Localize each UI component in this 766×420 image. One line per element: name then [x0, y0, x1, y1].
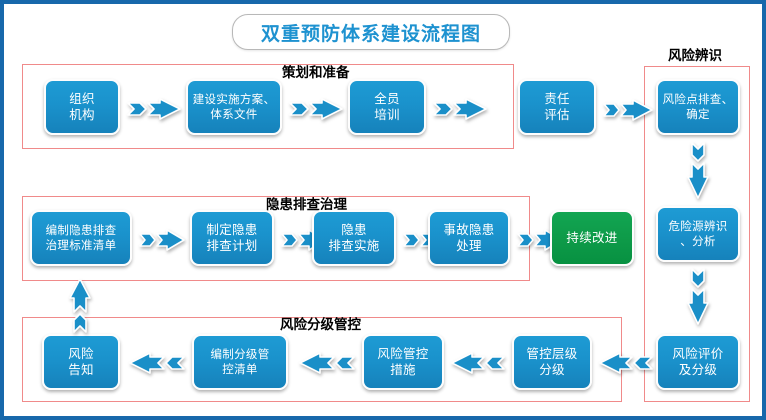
arrow-control-level-to-control-measure: [448, 351, 506, 375]
chart-title: 双重预防体系建设流程图: [260, 22, 481, 45]
node-risk-points-label: 风险点排查、 确定: [662, 92, 734, 121]
node-control-level-label: 管控层级 分级: [526, 346, 578, 377]
node-control-measure[interactable]: 风险管控 措施: [362, 334, 444, 390]
node-improve[interactable]: 持续改进: [550, 210, 634, 266]
node-risk-notice[interactable]: 风险 告知: [42, 334, 120, 390]
node-risk-notice-label: 风险 告知: [68, 346, 94, 377]
arrow-risk-eval-to-control-level: [596, 351, 654, 375]
node-improve-label: 持续改进: [566, 230, 618, 245]
node-source-id-label: 危险源辨识 、分析: [668, 219, 728, 248]
group-label-identify: 风险辨识: [664, 49, 726, 64]
node-std-list[interactable]: 编制隐患排查 治理标准清单: [30, 210, 132, 266]
node-responsibility[interactable]: 责任 评估: [518, 79, 596, 135]
group-planning: [22, 64, 514, 149]
group-label-planning: 策划和准备: [278, 66, 354, 81]
node-risk-eval[interactable]: 风险评价 及分级: [656, 334, 740, 390]
node-accident[interactable]: 事故隐患 处理: [428, 210, 510, 266]
node-risk-eval-label: 风险评价 及分级: [672, 346, 724, 377]
node-control-level[interactable]: 管控层级 分级: [512, 334, 592, 390]
arrow-training-to-responsibility: [432, 97, 488, 121]
node-std-list-label: 编制隐患排查 治理标准清单: [45, 223, 117, 252]
arrow-risk-notice-to-std-list: [66, 280, 94, 334]
arrow-plan-docs-to-training: [288, 97, 344, 121]
chart-title-box: 双重预防体系建设流程图: [232, 14, 510, 50]
arrow-control-list-to-risk-notice: [126, 351, 186, 375]
arrow-org-to-plan-docs: [126, 97, 182, 121]
arrow-responsibility-to-risk-points: [602, 99, 654, 121]
node-check-plan-label: 制定隐患 排查计划: [206, 222, 258, 253]
group-label-grading: 风险分级管控: [276, 318, 365, 333]
node-org[interactable]: 组织 机构: [44, 79, 120, 135]
node-responsibility-label: 责任 评估: [544, 91, 570, 122]
node-check-exec-label: 隐患 排查实施: [328, 222, 380, 253]
arrow-control-measure-to-control-list: [296, 351, 356, 375]
node-plan-docs-label: 建设实施方案、 体系文件: [192, 92, 276, 121]
node-source-id[interactable]: 危险源辨识 、分析: [656, 206, 740, 262]
node-plan-docs[interactable]: 建设实施方案、 体系文件: [186, 79, 282, 135]
node-check-exec[interactable]: 隐患 排查实施: [312, 210, 396, 266]
node-control-list[interactable]: 编制分级管 控清单: [192, 334, 288, 390]
node-control-list-label: 编制分级管 控清单: [210, 347, 270, 376]
node-accident-label: 事故隐患 处理: [443, 222, 495, 253]
arrow-std-list-to-check-plan: [138, 228, 186, 252]
node-org-label: 组织 机构: [69, 91, 95, 122]
node-check-plan[interactable]: 制定隐患 排查计划: [190, 210, 274, 266]
node-training-label: 全员 培训: [374, 91, 400, 122]
node-risk-points[interactable]: 风险点排查、 确定: [656, 79, 740, 135]
group-identify: [644, 66, 750, 402]
arrow-risk-points-to-source-id: [684, 141, 712, 201]
node-training[interactable]: 全员 培训: [348, 79, 426, 135]
arrow-source-id-to-risk-eval: [684, 267, 712, 327]
group-label-hazard: 隐患排查治理: [262, 198, 351, 213]
node-control-measure-label: 风险管控 措施: [377, 346, 429, 377]
